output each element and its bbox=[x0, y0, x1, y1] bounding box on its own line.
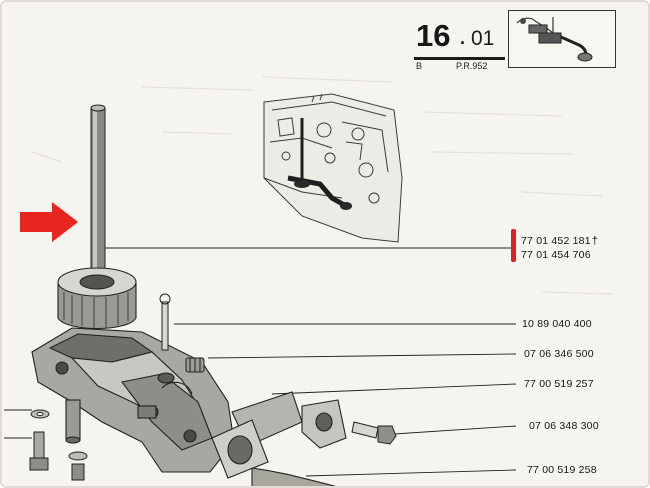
pump-drive-shaft bbox=[90, 104, 106, 297]
thumbnail-frame bbox=[508, 10, 616, 68]
section-number: 16 bbox=[416, 18, 451, 53]
flange-bolt bbox=[351, 421, 397, 445]
page-reference: P.R.952 bbox=[456, 61, 488, 71]
part-number: 77 00 519 257 bbox=[524, 378, 594, 390]
header-rule bbox=[414, 57, 505, 60]
outlet-pipe-assembly bbox=[211, 391, 347, 486]
discontinued-mark: † bbox=[591, 235, 599, 247]
highlight-arrow-icon bbox=[20, 202, 78, 242]
part-number: 77 01 452 181† bbox=[521, 235, 599, 247]
oil-pump-body bbox=[31, 327, 235, 473]
split-pin bbox=[159, 293, 171, 351]
highlight-marker bbox=[511, 229, 516, 262]
section-separator: . bbox=[460, 28, 466, 48]
inset-highlight-part bbox=[287, 118, 352, 210]
part-number: 07 06 348 300 bbox=[529, 420, 599, 432]
part-number: 77 01 454 706 bbox=[521, 249, 591, 261]
pump-gear bbox=[57, 267, 137, 330]
side-bolt-and-washers bbox=[29, 409, 88, 481]
leader-lines bbox=[4, 247, 517, 477]
subsection-number: 01 bbox=[471, 27, 495, 50]
variant-code: B bbox=[416, 61, 423, 71]
part-number: 10 89 040 400 bbox=[522, 318, 592, 330]
thumbnail-assembly-icon bbox=[516, 17, 593, 62]
engine-block-inset bbox=[263, 93, 403, 243]
part-number: 07 06 346 500 bbox=[524, 348, 594, 360]
part-number: 77 00 519 258 bbox=[527, 464, 597, 476]
threaded-plug bbox=[185, 357, 205, 373]
